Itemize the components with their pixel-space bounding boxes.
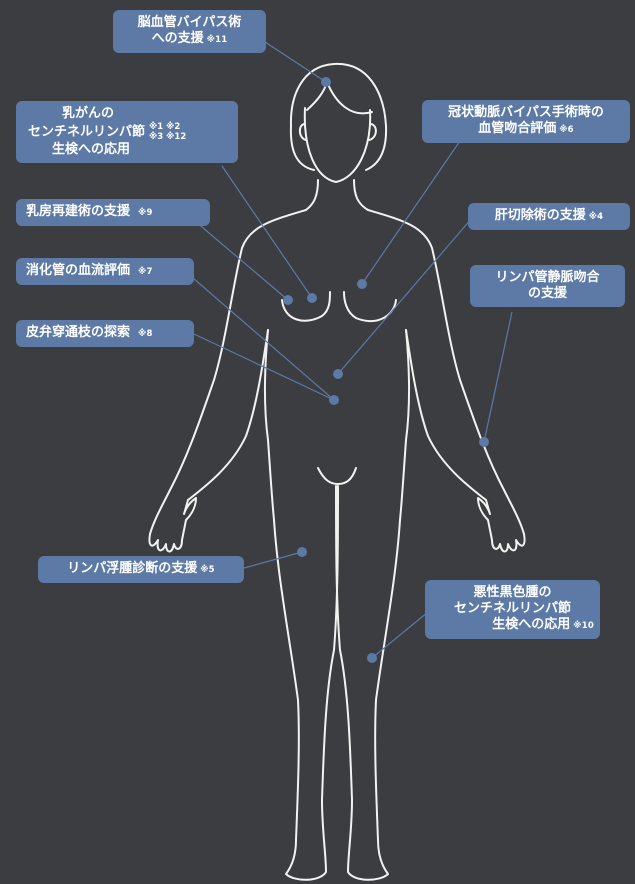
dot-brain: [321, 77, 331, 87]
hair-fringe: [307, 82, 372, 113]
label-melanoma-line3: 生検への応用: [492, 617, 570, 632]
left-hand: [149, 498, 196, 552]
label-melanoma-line2: センチネルリンパ節: [431, 601, 594, 617]
label-melanoma: 悪性黒色腫の センチネルリンパ節 生検への応用※10: [425, 580, 600, 639]
left-leg-outer: [274, 486, 338, 880]
dot-abdomen: [329, 395, 339, 405]
label-coronary-line1: 冠状動脈バイパス手術時の: [428, 105, 624, 121]
dot-melanoma: [367, 653, 377, 663]
note-1-2: ※1 ※2: [149, 122, 186, 132]
dot-coronary: [357, 279, 367, 289]
dot-breast-cancer: [307, 293, 317, 303]
label-melanoma-note: ※10: [573, 621, 594, 631]
label-melanoma-line1: 悪性黒色腫の: [431, 585, 594, 601]
connector-lymphedema: [244, 552, 302, 568]
label-liver-text: 肝切除術の支援: [495, 208, 586, 223]
label-perforator-text: 皮弁穿通枝の探索: [26, 325, 130, 340]
label-brain-line1: 脳血管バイパス術: [119, 15, 260, 31]
label-coronary: 冠状動脈バイパス手術時の 血管吻合評価※6: [422, 100, 630, 143]
label-coronary-note: ※6: [559, 125, 574, 135]
label-lymphedema: リンパ浮腫診断の支援※5: [38, 556, 244, 583]
torso-right: [400, 330, 409, 520]
label-digestive-note: ※7: [138, 267, 153, 277]
dot-breast-recon: [283, 295, 293, 305]
label-lymph-venous-line1: リンパ管静脈吻合: [476, 270, 619, 286]
connector-breast-recon: [196, 222, 288, 300]
label-digestive: 消化管の血流評価 ※7: [16, 258, 194, 285]
label-breast-reconstruction: 乳房再建術の支援 ※9: [16, 199, 210, 226]
label-breast-cancer-notes: ※1 ※2※3 ※12: [149, 122, 186, 142]
note-3-12: ※3 ※12: [149, 132, 186, 142]
right-leg-outer: [336, 486, 400, 880]
connector-melanoma: [372, 612, 428, 658]
label-brain-note: ※11: [207, 35, 228, 45]
label-lymph-venous-line2: の支援: [476, 286, 619, 302]
label-digestive-text: 消化管の血流評価: [26, 263, 130, 278]
label-lymphedema-text: リンパ浮腫診断の支援: [67, 561, 197, 576]
label-breast-cancer-line3: 生検への応用: [28, 142, 232, 158]
neck-right: [354, 180, 368, 210]
label-liver: 肝切除術の支援※4: [468, 203, 630, 230]
neck-left: [306, 180, 318, 210]
connector-brain: [262, 40, 326, 82]
right-breast: [344, 292, 396, 321]
label-brain-bypass: 脳血管バイパス術 への支援※11: [113, 10, 266, 53]
dot-liver: [333, 369, 343, 379]
label-coronary-line2: 血管吻合評価: [478, 121, 556, 136]
torso-left: [265, 330, 274, 520]
label-breast-recon-text: 乳房再建術の支援: [26, 204, 130, 219]
label-brain-line2: への支援: [152, 31, 204, 46]
label-breast-cancer-line2: センチネルリンパ節: [28, 125, 145, 140]
dot-lymph-venous: [479, 437, 489, 447]
label-lymphedema-note: ※5: [200, 565, 215, 575]
right-arm-outer: [368, 210, 524, 534]
label-breast-recon-note: ※9: [138, 208, 153, 218]
body-outline: [149, 64, 524, 880]
label-breast-cancer: 乳がんの センチネルリンパ節 ※1 ※2※3 ※12 生検への応用: [16, 101, 238, 163]
label-perforator-note: ※8: [138, 329, 153, 339]
left-arm-inner: [188, 330, 268, 500]
dot-lymphedema: [297, 547, 307, 557]
label-lymph-venous: リンパ管静脈吻合 の支援: [470, 265, 625, 307]
right-hand: [478, 498, 525, 552]
label-perforator: 皮弁穿通枝の探索 ※8: [16, 320, 194, 347]
label-breast-cancer-line1: 乳がんの: [28, 106, 232, 122]
pelvis-curve: [318, 468, 356, 484]
right-arm-inner: [406, 330, 486, 500]
connector-lymph-venous: [484, 312, 512, 442]
face-outline: [305, 108, 370, 182]
connector-coronary: [362, 138, 462, 284]
label-liver-note: ※4: [589, 212, 604, 222]
